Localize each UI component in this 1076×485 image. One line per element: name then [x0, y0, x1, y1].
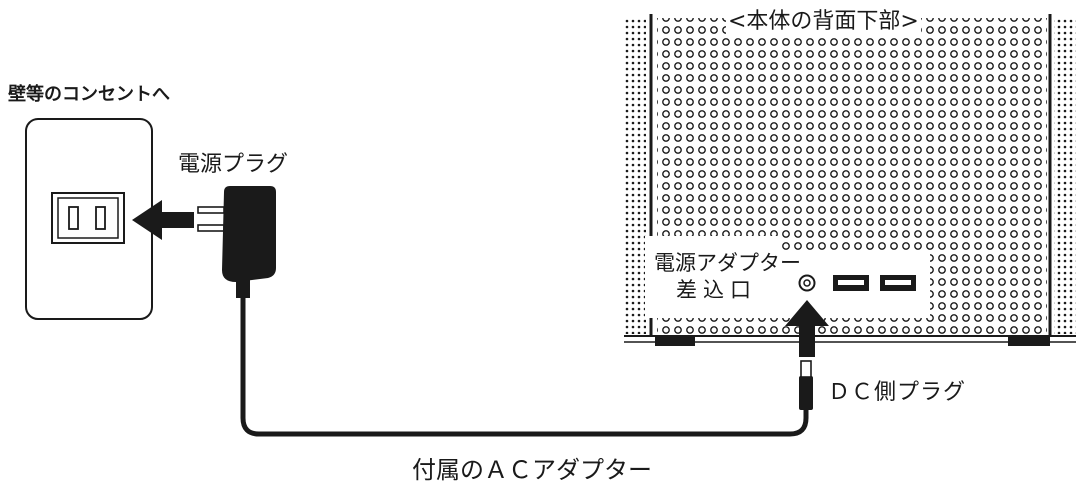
- ac-adapter-icon: [197, 186, 276, 298]
- dc-inlet-label-line2: 差込口: [676, 278, 757, 302]
- device-rear-title: <本体の背面下部>: [726, 3, 921, 35]
- device-foot-left: [655, 336, 695, 346]
- dc-inlet-label-line1: 電源アダプター: [654, 251, 801, 275]
- power-plug-label: 電源プラグ: [178, 152, 289, 177]
- connector-area: [645, 236, 930, 318]
- dc-inlet-jack: [798, 274, 816, 292]
- device-side-vent-right: [1054, 18, 1076, 334]
- arrow-to-dc-inlet-icon: [785, 300, 829, 357]
- wall-outlet-label: 壁等のコンセントへ: [8, 84, 170, 105]
- dc-plug-icon: [799, 360, 813, 410]
- dc-plug-label: ＤＣ側プラグ: [828, 380, 967, 405]
- device-foot-right: [1008, 336, 1050, 346]
- usb-port-icon: [833, 275, 916, 291]
- device-rear-panel: [624, 14, 1076, 346]
- dc-inlet-pin: [803, 279, 811, 287]
- arrow-to-outlet-icon: [132, 200, 194, 240]
- ac-adapter-label: 付属のＡＣアダプター: [412, 456, 652, 484]
- adapter-cable: [240, 298, 809, 437]
- wall-outlet-icon: [25, 118, 153, 320]
- device-side-vent-left: [624, 18, 646, 334]
